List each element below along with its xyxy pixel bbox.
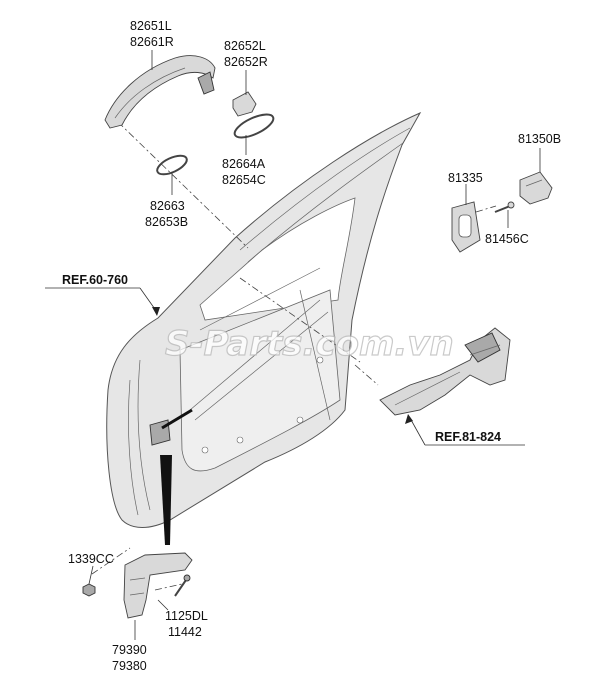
outside-handle xyxy=(104,55,216,129)
watermark: S-Parts.com.vn xyxy=(165,324,454,364)
nut xyxy=(82,583,96,597)
label-checker-1: 79390 xyxy=(112,643,147,657)
label-handle-1: 82651L xyxy=(130,19,172,33)
handle-cover xyxy=(232,91,257,117)
striker-plate xyxy=(451,201,481,253)
label-gasket-1: 82663 xyxy=(150,199,185,213)
label-checker-2: 79380 xyxy=(112,659,147,673)
label-bolt-1: 1125DL xyxy=(165,609,208,623)
label-bolt-2: 11442 xyxy=(168,625,202,639)
label-cover-2: 82652R xyxy=(224,55,268,69)
label-pad-1: 82664A xyxy=(222,157,266,171)
striker xyxy=(519,171,553,205)
gasket-ring xyxy=(156,154,188,176)
label-nut: 1339CC xyxy=(68,552,114,566)
door-checker xyxy=(123,552,193,619)
label-gasket-2: 82653B xyxy=(145,215,188,229)
label-striker-plate: 81335 xyxy=(448,171,483,185)
door-frame xyxy=(106,111,422,545)
dashed-guides xyxy=(91,121,497,591)
leader-lines xyxy=(45,50,541,640)
striker-bolt xyxy=(494,201,515,213)
part-labels: 82651L 82661R 82652L 82652R 82664A 82654… xyxy=(62,19,561,673)
label-handle-2: 82661R xyxy=(130,35,174,49)
bolt xyxy=(174,574,191,597)
latch-assembly xyxy=(379,327,511,416)
label-ref-upper: REF.60-760 xyxy=(62,273,128,287)
label-ref-lower: REF.81-824 xyxy=(435,430,501,444)
pad-ring xyxy=(233,113,275,139)
label-cover-1: 82652L xyxy=(224,39,266,53)
label-pad-2: 82654C xyxy=(222,173,266,187)
label-striker: 81350B xyxy=(518,132,561,146)
label-striker-bolt: 81456C xyxy=(485,232,529,246)
